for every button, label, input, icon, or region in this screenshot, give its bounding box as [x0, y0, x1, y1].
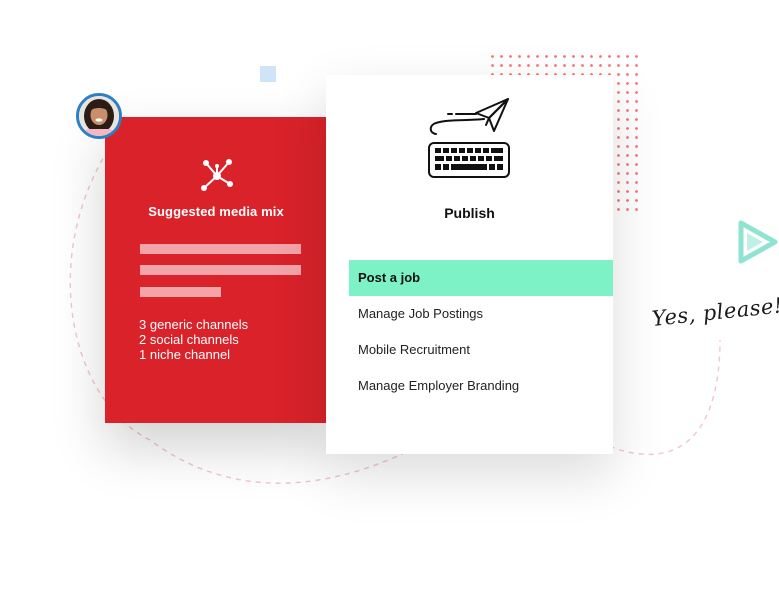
- placeholder-bar: [140, 287, 221, 297]
- avatar: [76, 93, 122, 139]
- placeholder-bar: [140, 244, 301, 254]
- channel-list: 3 generic channels 2 social channels 1 n…: [139, 317, 248, 362]
- menu-item-manage-job-postings[interactable]: Manage Job Postings: [358, 306, 484, 321]
- network-icon: [201, 159, 233, 191]
- menu-item-post-a-job[interactable]: Post a job: [349, 260, 613, 296]
- placeholder-bar: [140, 265, 301, 275]
- publish-card: Publish Post a job Manage Job Postings M…: [326, 75, 613, 454]
- square-decoration: [260, 66, 276, 82]
- play-icon: [738, 220, 778, 264]
- suggested-media-mix-card: Suggested media mix 3 generic channels 2…: [105, 117, 327, 423]
- publish-title: Publish: [444, 205, 495, 221]
- channel-item: 3 generic channels: [139, 317, 249, 332]
- channel-item: 2 social channels: [139, 332, 239, 347]
- menu-item-manage-employer-branding[interactable]: Manage Employer Branding: [358, 378, 520, 393]
- channel-item: 1 niche channel: [139, 347, 231, 362]
- keyboard-send-icon: [428, 98, 510, 178]
- suggested-media-mix-title: Suggested media mix: [148, 204, 284, 219]
- publish-menu: Post a job Manage Job Postings Mobile Re…: [349, 260, 613, 404]
- tagline: Yes, please!: [650, 293, 779, 331]
- avatar-portrait: [79, 96, 119, 136]
- menu-item-mobile-recruitment[interactable]: Mobile Recruitment: [358, 342, 470, 357]
